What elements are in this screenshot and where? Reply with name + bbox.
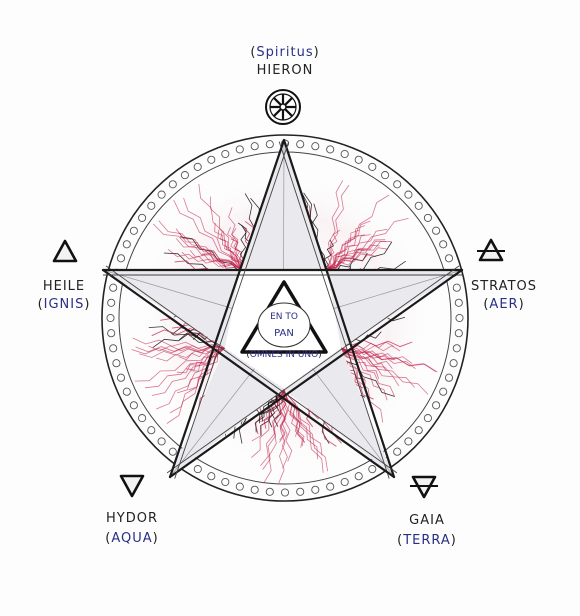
label-hieron: HIERON [257, 63, 314, 78]
center-latin-text: (OMNES IN UNO) [246, 350, 322, 360]
label-heile: HEILE [43, 279, 85, 294]
water-triangle-icon [119, 474, 145, 498]
center-oval [257, 302, 311, 348]
label-aqua: (AQUA) [105, 531, 158, 546]
label-terra: (TERRA) [397, 533, 457, 548]
center-text-line2: PAN [274, 328, 294, 339]
label-spiritus: (Spiritus) [250, 45, 319, 60]
circle-ornament-border [106, 139, 464, 497]
air-triangle-icon [477, 238, 505, 262]
label-stratos: STRATOS [471, 279, 537, 294]
pentagram-star [101, 138, 464, 479]
outer-circle [101, 134, 469, 502]
label-ignis: (IGNIS) [38, 297, 91, 312]
eight-spoke-wheel-icon [265, 89, 301, 125]
label-gaia: GAIA [409, 513, 445, 528]
label-aer: (AER) [483, 297, 524, 312]
earth-triangle-icon [410, 475, 438, 499]
center-text-line1: EN TO [270, 312, 298, 322]
fire-triangle-icon [52, 239, 78, 263]
label-hydor: HYDOR [106, 511, 158, 526]
